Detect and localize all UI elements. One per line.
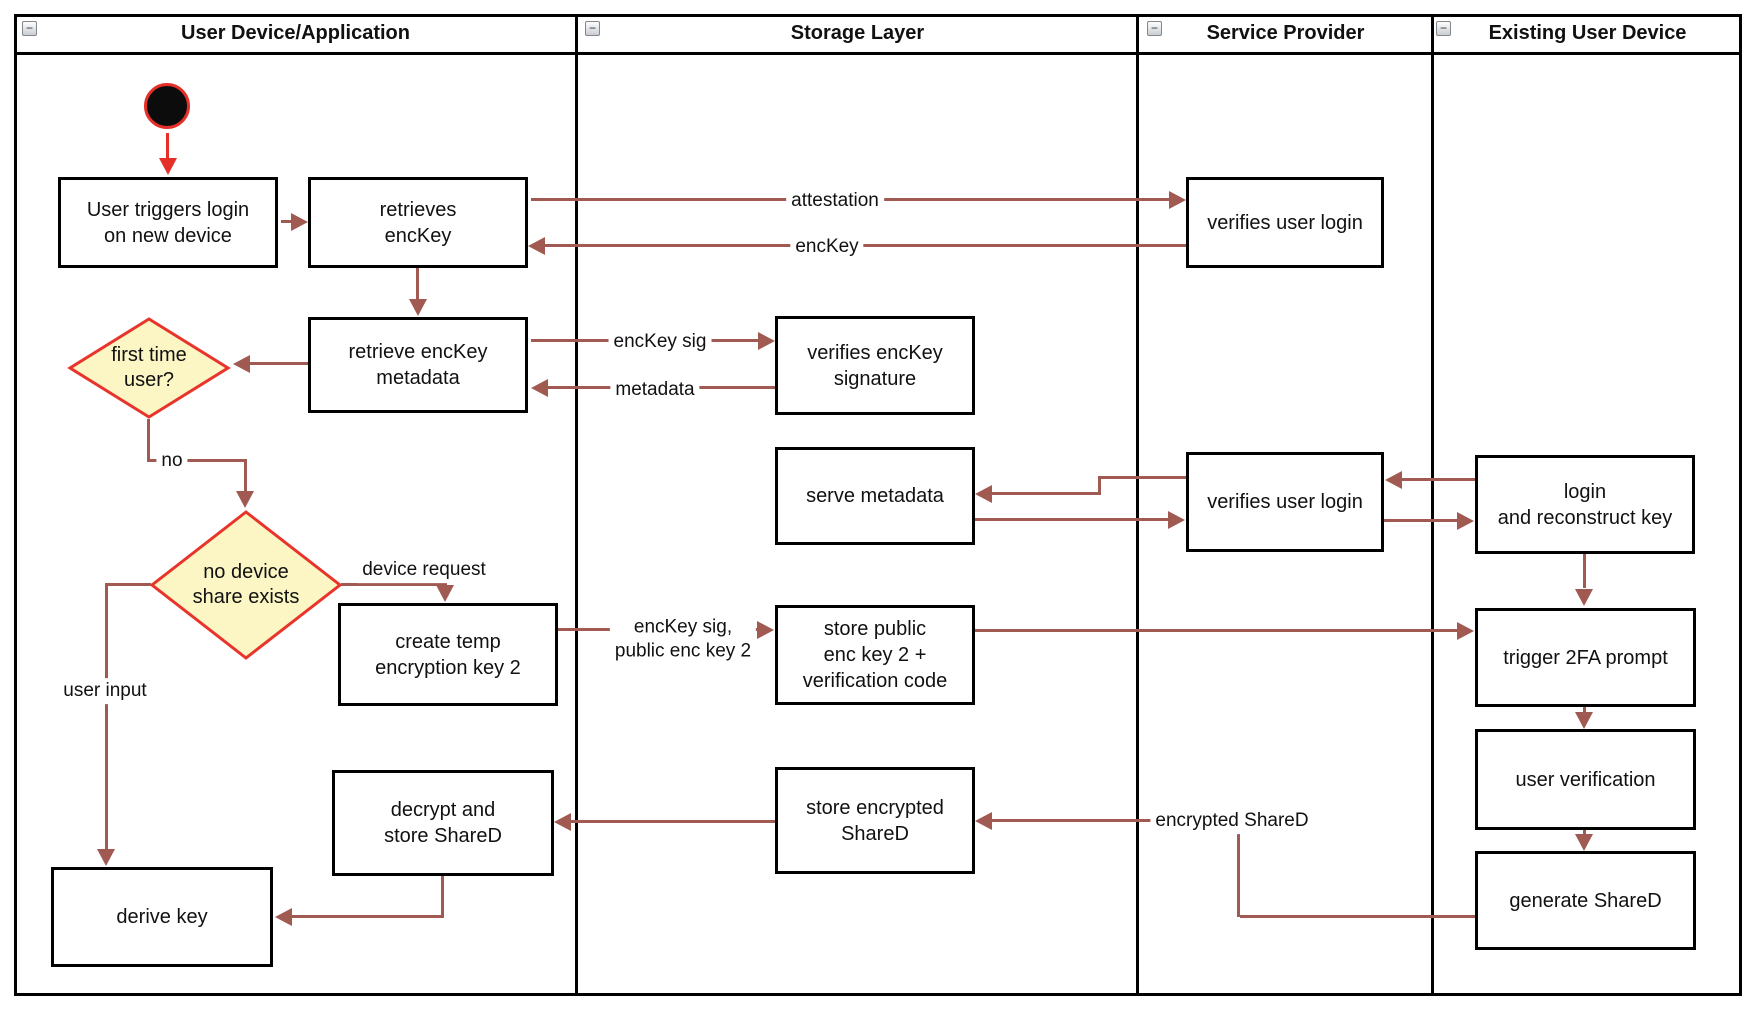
collapse-icon[interactable]: − bbox=[22, 21, 37, 36]
collapse-icon[interactable]: − bbox=[585, 21, 600, 36]
edge-user-input-seg1 bbox=[107, 583, 151, 586]
arrowhead-down bbox=[97, 849, 115, 866]
edge-label-enckey-sig: encKey sig bbox=[608, 329, 712, 355]
arrowhead-left bbox=[275, 908, 292, 926]
edge-label-metadata: metadata bbox=[610, 377, 700, 403]
edge-no-seg2 bbox=[147, 459, 247, 462]
arrowhead-right bbox=[1169, 191, 1186, 209]
edge-label-no: no bbox=[156, 448, 188, 474]
node-store-public-key[interactable]: store public enc key 2 + verification co… bbox=[775, 605, 975, 705]
arrowhead-down bbox=[1575, 834, 1593, 851]
arrowhead-right bbox=[1168, 511, 1185, 529]
lane-border-2 bbox=[1136, 14, 1139, 996]
edge-label-enckey-sig-public: encKey sig, public enc key 2 bbox=[609, 614, 757, 664]
lane-title-existing-user-device: Existing User Device bbox=[1488, 22, 1687, 44]
decision-no-device-share[interactable]: no device share exists bbox=[149, 509, 343, 661]
edge-label-attestation: attestation bbox=[786, 188, 884, 214]
edge-verification-to-generate bbox=[1583, 830, 1586, 835]
node-user-verification[interactable]: user verification bbox=[1475, 729, 1696, 830]
lane-border-1 bbox=[575, 14, 578, 996]
decision-label: first time user? bbox=[111, 344, 187, 391]
edge-verifies2-to-login bbox=[1384, 519, 1460, 522]
initial-node[interactable] bbox=[144, 83, 190, 129]
node-verifies-user-login-1[interactable]: verifies user login bbox=[1186, 177, 1384, 268]
edge-start-to-trigger-login bbox=[166, 133, 169, 163]
node-store-encrypted-shared[interactable]: store encrypted ShareD bbox=[775, 767, 975, 874]
edge-encrypted-shared-seg3 bbox=[990, 819, 1240, 822]
lane-title-service-provider: Service Provider bbox=[1206, 22, 1365, 44]
arrowhead-left bbox=[975, 812, 992, 830]
edge-enckey-return bbox=[545, 244, 1186, 247]
node-create-temp-key[interactable]: create temp encryption key 2 bbox=[338, 603, 558, 706]
edge-no-seg3 bbox=[244, 459, 247, 491]
edge-decrypt-to-derive-seg2 bbox=[290, 915, 444, 918]
arrowhead-left bbox=[1385, 471, 1402, 489]
lane-title-user-device: User Device/Application bbox=[181, 22, 410, 44]
edge-label-device-request: device request bbox=[357, 557, 491, 583]
arrowhead-right bbox=[757, 621, 774, 639]
collapse-icon[interactable]: − bbox=[1436, 21, 1451, 36]
edge-encrypted-shared-seg1 bbox=[1240, 915, 1475, 918]
node-trigger-2fa-prompt[interactable]: trigger 2FA prompt bbox=[1475, 608, 1696, 707]
node-verifies-user-login-2[interactable]: verifies user login bbox=[1186, 452, 1384, 552]
node-serve-metadata[interactable]: serve metadata bbox=[775, 447, 975, 545]
edge-2fa-to-verification bbox=[1583, 707, 1586, 714]
edge-label-encrypted-shared: encrypted ShareD bbox=[1150, 808, 1314, 834]
edge-serve-to-verifies2 bbox=[975, 518, 1170, 521]
edge-encrypted-shared-seg2 bbox=[1237, 821, 1240, 917]
edge-decrypt-to-derive-seg1 bbox=[441, 876, 444, 918]
edge-verifies2-to-serve-seg3 bbox=[990, 492, 1100, 495]
arrowhead-down bbox=[436, 585, 454, 602]
diamond-shape bbox=[67, 317, 231, 419]
edge-device-request-seg1 bbox=[341, 583, 447, 586]
arrowhead-down bbox=[409, 299, 427, 316]
lane-border-3 bbox=[1431, 14, 1434, 996]
node-decrypt-store-shared[interactable]: decrypt and store ShareD bbox=[332, 770, 554, 876]
edge-storeenc-to-decrypt bbox=[571, 820, 775, 823]
edge-login-to-2fa bbox=[1583, 554, 1586, 588]
arrowhead-down bbox=[1575, 589, 1593, 606]
edge-label-user-input: user input bbox=[58, 678, 152, 704]
arrowhead-right bbox=[1457, 512, 1474, 530]
edge-trigger-to-retrieves bbox=[281, 220, 293, 223]
edge-no-seg1 bbox=[147, 419, 150, 462]
arrowhead-left bbox=[233, 355, 250, 373]
collapse-icon[interactable]: − bbox=[1147, 21, 1162, 36]
edge-login-to-verifies2 bbox=[1398, 478, 1475, 481]
arrowhead-down bbox=[236, 491, 254, 508]
node-generate-shared[interactable]: generate ShareD bbox=[1475, 851, 1696, 950]
arrowhead-down bbox=[1575, 712, 1593, 729]
decision-first-time-user[interactable]: first time user? bbox=[67, 316, 231, 420]
edge-user-input-seg2 bbox=[105, 583, 108, 849]
lane-title-storage-layer: Storage Layer bbox=[790, 22, 925, 44]
arrowhead-left bbox=[528, 237, 545, 255]
arrowhead-right bbox=[1457, 622, 1474, 640]
edge-retrieves-to-metadata bbox=[416, 267, 419, 303]
arrowhead-right bbox=[758, 332, 775, 350]
edge-metadata-to-firsttime bbox=[247, 362, 308, 365]
node-login-reconstruct-key[interactable]: login and reconstruct key bbox=[1475, 455, 1695, 554]
node-derive-key[interactable]: derive key bbox=[51, 867, 273, 967]
arrowhead-left bbox=[554, 813, 571, 831]
arrowhead-left bbox=[531, 379, 548, 397]
arrowhead-left bbox=[975, 485, 992, 503]
lane-header-separator bbox=[14, 52, 1742, 55]
node-retrieves-enckey[interactable]: retrieves encKey bbox=[308, 177, 528, 268]
diamond-shape bbox=[149, 510, 343, 660]
edge-storepublic-to-2fa bbox=[975, 629, 1460, 632]
diagram-frame bbox=[14, 14, 1742, 996]
decision-label: no device share exists bbox=[192, 561, 300, 608]
edge-label-enckey: encKey bbox=[790, 234, 864, 260]
arrowhead-down bbox=[159, 158, 177, 175]
edge-verifies2-to-serve-seg2 bbox=[1098, 476, 1101, 495]
arrowhead-right bbox=[291, 213, 308, 231]
node-user-triggers-login[interactable]: User triggers login on new device bbox=[58, 177, 278, 268]
node-retrieve-enckey-metadata[interactable]: retrieve encKey metadata bbox=[308, 317, 528, 413]
node-verifies-enckey-signature[interactable]: verifies encKey signature bbox=[775, 316, 975, 415]
edge-verifies2-to-serve-seg1 bbox=[1100, 476, 1186, 479]
